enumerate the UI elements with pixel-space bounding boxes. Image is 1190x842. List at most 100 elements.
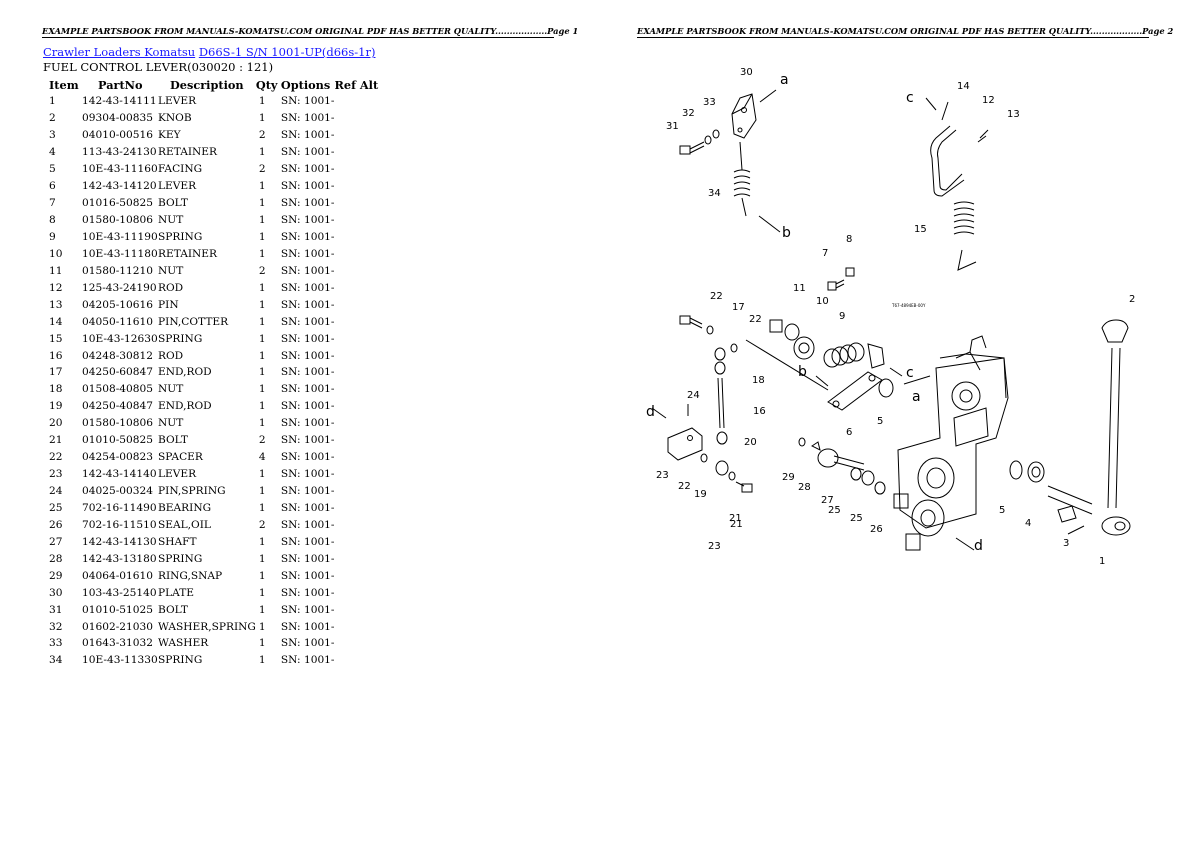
- cell-qty: 2: [258, 264, 266, 277]
- cell-description: SHAFT: [158, 535, 197, 548]
- cell-description: NUT: [158, 214, 184, 227]
- cell-qty: 1: [258, 247, 266, 260]
- cell-refalt: [335, 279, 385, 296]
- cell-partno: 04064-01610: [82, 569, 153, 582]
- cell-refalt: [335, 110, 385, 127]
- table-header-row: Item PartNo Description Qty Options Ref …: [44, 76, 385, 93]
- cell-item: 24: [49, 485, 63, 498]
- cell-partno: 01580-11210: [82, 264, 153, 277]
- cell-description: FACING: [158, 163, 203, 176]
- cell-qty: 1: [258, 569, 266, 582]
- cell-partno: 04254-00823: [82, 451, 153, 464]
- breadcrumb-category-link[interactable]: Crawler Loaders Komatsu: [43, 45, 196, 59]
- bearing-25: [850, 467, 875, 486]
- page-header-left: EXAMPLE PARTSBOOK FROM MANUALS-KOMATSU.C…: [42, 26, 579, 38]
- cell-refalt: [335, 516, 385, 533]
- callout-6: 6: [846, 427, 852, 438]
- cell-refalt: [335, 144, 385, 161]
- cell-qty: 1: [258, 112, 266, 125]
- cell-item: 3: [49, 129, 56, 142]
- col-header-options: Options: [280, 77, 331, 92]
- callout-19: 19: [694, 489, 707, 500]
- lever-1: [1101, 347, 1131, 536]
- cell-partno: 04025-00324: [82, 485, 153, 498]
- cell-qty: 1: [258, 230, 266, 243]
- cell-options: SN: 1001-: [280, 518, 335, 531]
- bolt-7: [827, 279, 845, 291]
- cell-item: 9: [49, 230, 56, 243]
- rod-16: [714, 347, 729, 476]
- callout-28: 28: [798, 482, 811, 493]
- callout-21: 21: [729, 513, 742, 524]
- cell-options: SN: 1001-: [280, 535, 335, 548]
- callout-22: 22: [710, 291, 723, 302]
- cell-description: BOLT: [158, 603, 188, 616]
- col-header-description: Description: [170, 77, 244, 92]
- cell-refalt: [335, 347, 385, 364]
- cell-description: LEVER: [158, 95, 197, 108]
- page-subtitle: FUEL CONTROL LEVER(030020 : 121): [43, 60, 274, 74]
- cell-options: SN: 1001-: [280, 214, 335, 227]
- cell-refalt: [335, 483, 385, 500]
- callout-3: 3: [1063, 538, 1069, 549]
- callout-2: 2: [1129, 294, 1135, 305]
- callout-17: 17: [732, 302, 745, 313]
- cell-item: 31: [49, 603, 63, 616]
- cell-partno: 01580-10806: [82, 417, 153, 430]
- callout-18: 18: [752, 375, 765, 386]
- cell-partno: 103-43-25140: [82, 586, 157, 599]
- key-3: [1057, 505, 1077, 523]
- cell-description: END,ROD: [158, 400, 212, 413]
- cell-qty: 1: [258, 620, 266, 633]
- cell-partno: 702-16-11490: [82, 501, 157, 514]
- cell-item: 22: [49, 451, 63, 464]
- cell-item: 5: [49, 163, 56, 176]
- retainer-4: [1027, 461, 1093, 515]
- callout-14: 14: [957, 81, 970, 92]
- cell-options: SN: 1001-: [280, 620, 335, 633]
- spring-washer-32: [704, 135, 712, 145]
- cell-options: SN: 1001-: [280, 468, 335, 481]
- callout-4: 4: [1025, 518, 1031, 529]
- callout-12: 12: [982, 95, 995, 106]
- cell-options: SN: 1001-: [280, 281, 335, 294]
- cell-qty: 1: [258, 400, 266, 413]
- cell-qty: 1: [258, 197, 266, 210]
- cell-description: NUT: [158, 383, 184, 396]
- cell-partno: 04250-60847: [82, 366, 153, 379]
- cell-refalt: [335, 415, 385, 432]
- ref-letter-c: c: [906, 365, 914, 381]
- callout-1: 1: [1099, 556, 1105, 567]
- cell-description: SPRING: [158, 654, 203, 667]
- callout-7: 7: [822, 248, 828, 259]
- cell-item: 34: [49, 654, 63, 667]
- cell-partno: 142-43-14130: [82, 535, 157, 548]
- col-header-item: Item: [49, 77, 79, 92]
- cell-partno: 04010-00516: [82, 129, 153, 142]
- cell-qty: 1: [258, 501, 266, 514]
- diagram-ref-code: T67-4894EB-00Y: [891, 303, 926, 308]
- cell-options: SN: 1001-: [280, 603, 335, 616]
- callout-16: 16: [753, 406, 766, 417]
- cell-item: 29: [49, 569, 63, 582]
- cell-item: 27: [49, 535, 63, 548]
- cell-refalt: [335, 313, 385, 330]
- cell-item: 14: [49, 315, 63, 328]
- arrow-b-top: [758, 215, 781, 233]
- breadcrumb-model-link[interactable]: D66S-1 S/N 1001-UP(d66s-1r): [198, 45, 376, 59]
- cell-refalt: [335, 652, 385, 669]
- cell-description: NUT: [158, 264, 184, 277]
- cell-qty: 1: [258, 146, 266, 159]
- cell-refalt: [335, 550, 385, 567]
- arrow-b-mid: [815, 375, 829, 387]
- cell-refalt: [335, 381, 385, 398]
- cell-description: KNOB: [158, 112, 192, 125]
